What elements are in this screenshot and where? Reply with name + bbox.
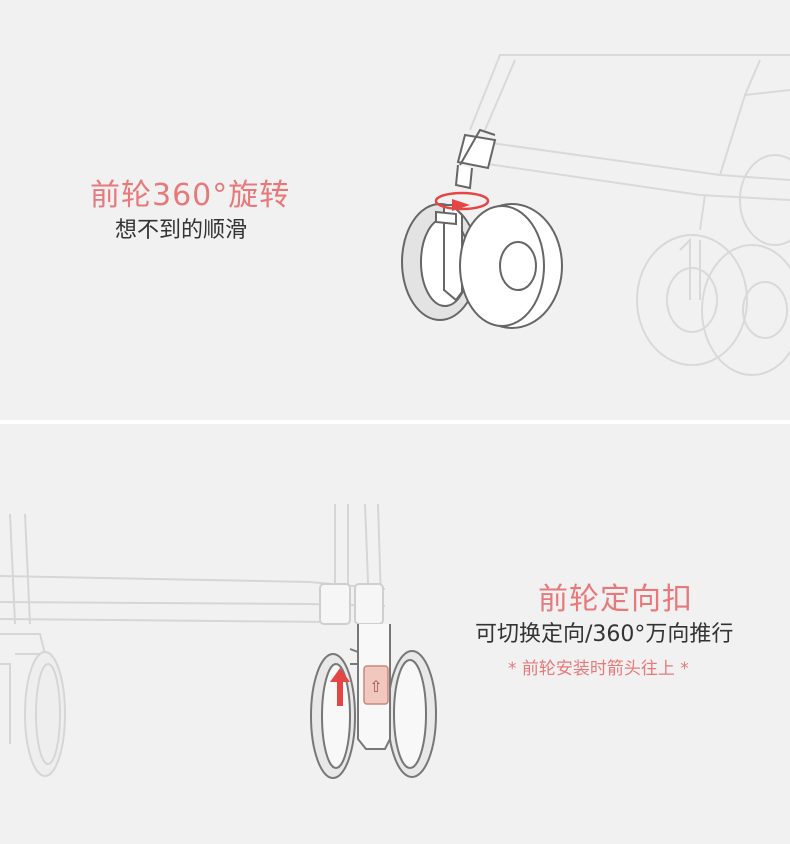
front-wheel-illustration: [401, 54, 790, 376]
rotation-subtitle: 想不到的顺滑: [115, 218, 248, 243]
lock-arrow-icon: ⇧: [369, 677, 382, 696]
direction-lock-panel: ⇧ 前轮定向扣 可切换定向/360°万向推行 * 前轮安装时箭头往上 *: [0, 424, 790, 844]
up-arrow-icon: [330, 668, 350, 706]
rotation-title: 前轮360°旋转: [90, 178, 291, 213]
install-note: * 前轮安装时箭头往上 *: [508, 659, 689, 679]
direction-lock-title: 前轮定向扣: [538, 582, 693, 617]
direction-lock-clip: [363, 665, 389, 705]
direction-lock-subtitle: 可切换定向/360°万向推行: [475, 622, 734, 647]
rotation-arrow-icon: [452, 199, 470, 211]
direction-lock-illustration: ⇧: [0, 503, 437, 779]
front-wheel-rotation-panel: 前轮360°旋转 想不到的顺滑: [0, 0, 790, 420]
panel-divider: [0, 420, 790, 424]
